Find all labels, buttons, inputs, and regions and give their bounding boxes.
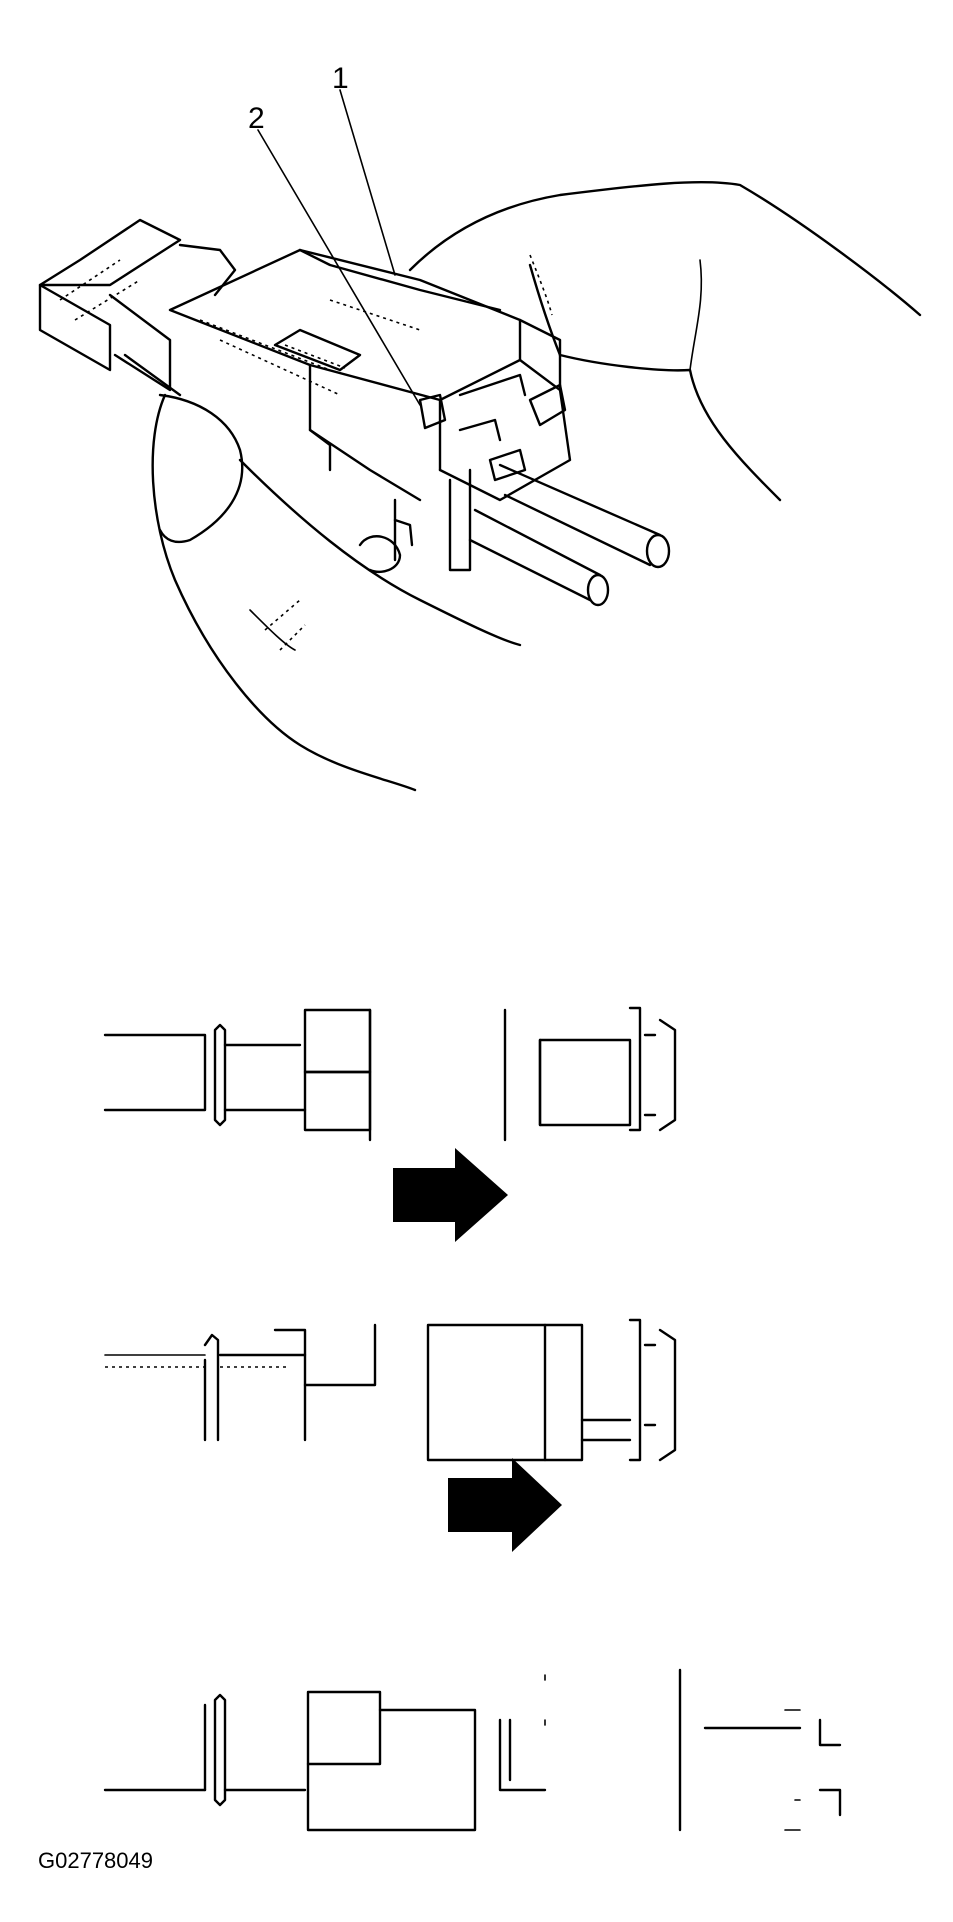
- callout-2-leader: [257, 129, 421, 406]
- step-1-disengaged: [103, 1006, 677, 1242]
- callout-1-leader: [339, 89, 396, 276]
- figure-code: G02778049: [38, 1848, 153, 1873]
- callout-1-label: 1: [332, 62, 349, 95]
- right-arrow-icon: [448, 1458, 562, 1552]
- callout-2-label: 2: [248, 102, 265, 135]
- connector-wires: [468, 463, 671, 607]
- right-arrow-icon: [393, 1148, 508, 1242]
- hand-holding-connector-illustration: 1 2: [38, 62, 922, 792]
- step-3-engaged: [103, 1668, 842, 1832]
- connector-body: [38, 218, 572, 574]
- step-2-inserting: [104, 1318, 677, 1552]
- hand-outline: [151, 180, 922, 792]
